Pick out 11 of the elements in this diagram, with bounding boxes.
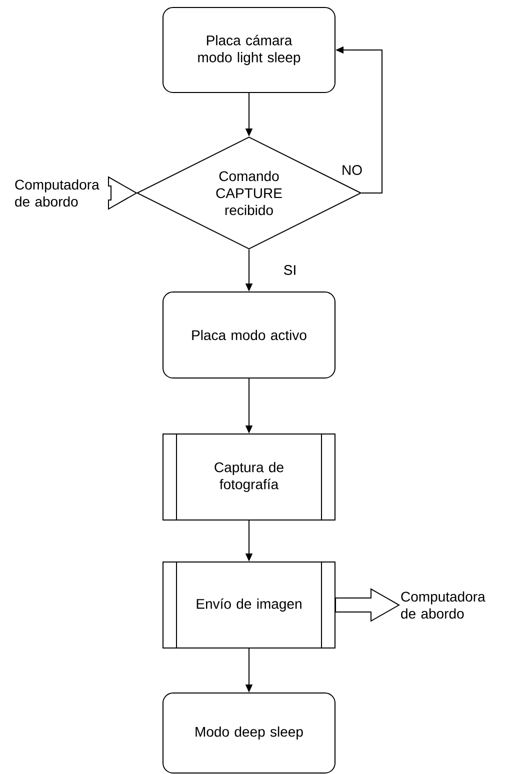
rounded-box: Modo deep sleep: [162, 692, 336, 774]
text-label: Computadora de abordo: [401, 591, 486, 619]
block-arrow: [108, 176, 138, 210]
block-arrow: [335, 588, 400, 622]
rounded-box: Placa modo activo: [162, 292, 336, 378]
edge-label: NO: [340, 163, 364, 177]
text-label: Computadora de abordo: [15, 179, 100, 207]
process-box: Envío de imagen: [162, 561, 336, 649]
process-box: Captura de fotografía: [162, 433, 336, 521]
edge-label: SI: [281, 263, 299, 277]
rounded-box: Placa cámara modo light sleep: [162, 7, 336, 93]
